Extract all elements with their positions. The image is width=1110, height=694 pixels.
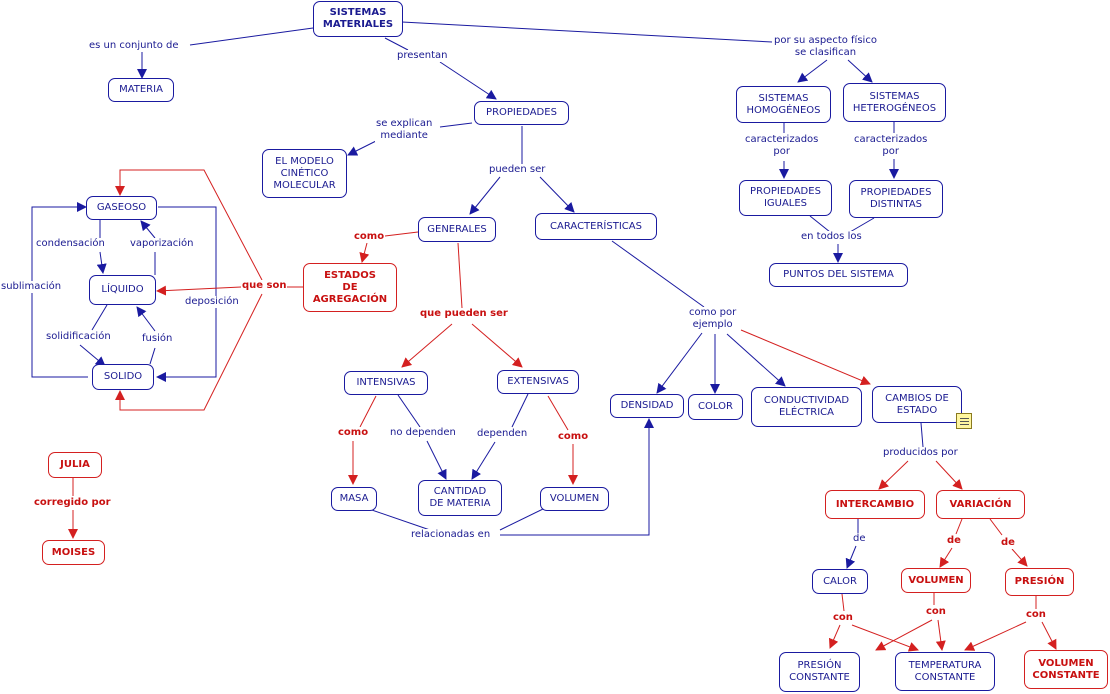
node-cambios-de-estado[interactable]: CAMBIOS DE ESTADO: [872, 386, 962, 423]
label-por-su-aspecto-fisico: por su aspecto físico se clasifican: [773, 35, 878, 59]
node-presion[interactable]: PRESIÓN: [1005, 568, 1074, 596]
label-fusion: fusión: [141, 333, 174, 345]
label-solidificacion: solidificación: [45, 331, 112, 343]
label-se-explican-mediante: se explican mediante: [375, 118, 434, 142]
label-corregido-por: corregido por: [33, 497, 112, 509]
node-volumen[interactable]: VOLUMEN: [540, 487, 609, 511]
node-solido[interactable]: SOLIDO: [92, 364, 154, 390]
label-como-estados: como: [353, 231, 386, 243]
node-extensivas[interactable]: EXTENSIVAS: [497, 370, 579, 394]
label-con-presion: con: [1025, 609, 1047, 621]
label-caracterizados-por-heterogeneos: caracterizados por: [853, 134, 929, 158]
node-propiedades-iguales[interactable]: PROPIEDADES IGUALES: [739, 180, 832, 216]
node-propiedades-distintas[interactable]: PROPIEDADES DISTINTAS: [849, 180, 943, 218]
label-en-todos-los: en todos los: [800, 231, 863, 243]
label-condensacion: condensación: [35, 238, 106, 250]
node-presion-constante[interactable]: PRESIÓN CONSTANTE: [779, 652, 860, 692]
node-gaseoso[interactable]: GASEOSO: [86, 196, 157, 220]
label-con-volumen: con: [925, 606, 947, 618]
label-deposicion: deposición: [184, 296, 240, 308]
label-que-son: que son: [241, 280, 288, 292]
node-color[interactable]: COLOR: [688, 394, 743, 420]
node-modelo-cinetico[interactable]: EL MODELO CINÉTICO MOLECULAR: [262, 149, 347, 198]
label-no-dependen: no dependen: [389, 427, 457, 439]
node-sistemas-homogeneos[interactable]: SISTEMAS HOMOGÉNEOS: [736, 86, 831, 123]
label-con-calor: con: [832, 612, 854, 624]
node-generales[interactable]: GENERALES: [418, 217, 496, 242]
node-volumen-constante[interactable]: VOLUMEN CONSTANTE: [1024, 650, 1108, 689]
label-dependen: dependen: [476, 428, 529, 440]
node-volumen-variacion[interactable]: VOLUMEN: [901, 568, 971, 593]
node-calor[interactable]: CALOR: [812, 569, 868, 594]
label-caracterizados-por-homogeneos: caracterizados por: [744, 134, 820, 158]
label-como-volumen: como: [557, 431, 590, 443]
node-caracteristicas[interactable]: CARACTERÍSTICAS: [535, 213, 657, 240]
label-de-presion: de: [1000, 537, 1016, 549]
node-julia[interactable]: JULIA: [48, 452, 102, 478]
label-producidos-por: producidos por: [882, 447, 959, 459]
label-como-masa: como: [337, 427, 370, 439]
label-que-pueden-ser: que pueden ser: [419, 308, 509, 320]
node-masa[interactable]: MASA: [331, 487, 377, 511]
node-sistemas-materiales[interactable]: SISTEMAS MATERIALES: [313, 1, 403, 37]
label-sublimacion: sublimación: [0, 281, 63, 293]
node-sistemas-heterogeneos[interactable]: SISTEMAS HETEROGÉNEOS: [843, 83, 946, 122]
node-puntos-del-sistema[interactable]: PUNTOS DEL SISTEMA: [769, 263, 908, 287]
node-materia[interactable]: MATERIA: [108, 78, 174, 102]
node-temperatura-constante[interactable]: TEMPERATURA CONSTANTE: [895, 652, 995, 691]
label-pueden-ser: pueden ser: [488, 164, 547, 176]
label-como-por-ejemplo: como por ejemplo: [688, 307, 738, 331]
node-cantidad-materia[interactable]: CANTIDAD DE MATERIA: [418, 480, 502, 516]
label-de-volumen: de: [946, 535, 962, 547]
node-conductividad-electrica[interactable]: CONDUCTIVIDAD ELÉCTRICA: [751, 387, 862, 427]
label-vaporizacion: vaporización: [129, 238, 195, 250]
note-icon[interactable]: [956, 413, 972, 429]
node-liquido[interactable]: LÍQUIDO: [89, 275, 156, 305]
node-intensivas[interactable]: INTENSIVAS: [344, 371, 428, 395]
node-densidad[interactable]: DENSIDAD: [610, 394, 684, 418]
node-estados-agregacion[interactable]: ESTADOS DE AGREGACIÓN: [303, 263, 397, 312]
node-variacion[interactable]: VARIACIÓN: [936, 490, 1025, 519]
node-propiedades[interactable]: PROPIEDADES: [474, 101, 569, 125]
node-intercambio[interactable]: INTERCAMBIO: [825, 490, 925, 519]
node-moises[interactable]: MOISES: [42, 540, 105, 565]
label-de-intercambio: de: [852, 533, 867, 545]
label-es-un-conjunto-de: es un conjunto de: [88, 40, 180, 52]
label-relacionadas-en: relacionadas en: [410, 529, 492, 541]
label-presentan: presentan: [396, 50, 449, 62]
